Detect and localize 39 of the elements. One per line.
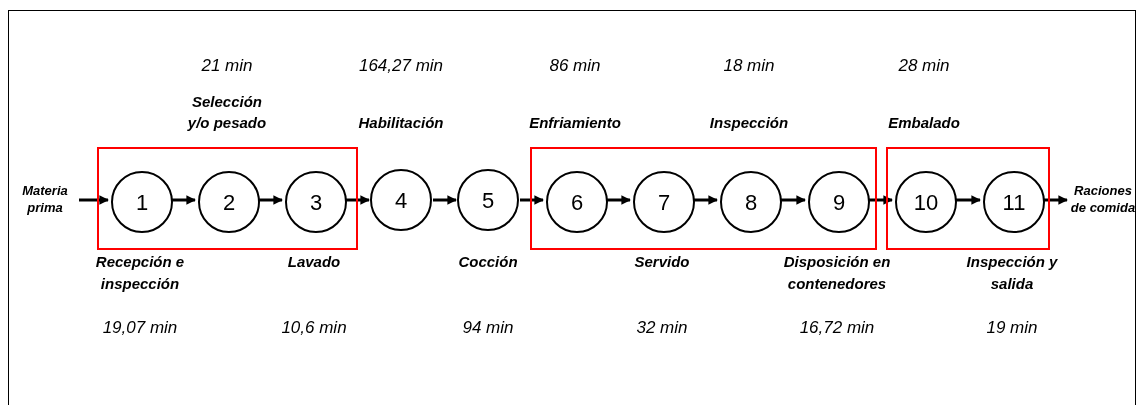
step-duration: 10,6 min (280, 317, 348, 339)
flow-label: Raciones de comida (1068, 170, 1138, 230)
step-duration: 86 min (548, 55, 602, 77)
step-duration: 18 min (722, 55, 776, 77)
step-name: Lavado (286, 252, 342, 272)
step-duration: 19,07 min (101, 317, 179, 339)
step-name: Selección y/o pesado (186, 91, 268, 134)
step-name: Servido (633, 252, 691, 272)
arrow (79, 195, 109, 205)
arrow (1044, 195, 1068, 205)
step-name: Habilitación (357, 113, 445, 134)
step-duration: 16,72 min (798, 317, 876, 339)
arrow (520, 195, 544, 205)
group-frame (530, 147, 877, 250)
step-duration: 94 min (461, 317, 515, 339)
step-duration: 19 min (985, 317, 1039, 339)
step-name: Inspección (708, 113, 790, 134)
group-frame (97, 147, 358, 250)
step-duration: 28 min (897, 55, 951, 77)
step-name: Disposición en contenedores (782, 252, 892, 294)
arrow (433, 195, 457, 205)
arrow (869, 195, 893, 205)
arrow (607, 195, 631, 205)
step-name: Embalado (887, 113, 961, 134)
arrow (259, 195, 283, 205)
step-duration: 21 min (200, 55, 254, 77)
arrow (956, 195, 981, 205)
step-duration: 164,27 min (357, 55, 445, 77)
step-duration: 32 min (635, 317, 689, 339)
arrow (781, 195, 806, 205)
arrow (694, 195, 718, 205)
arrow (172, 195, 196, 205)
step-name: Recepción e inspección (94, 252, 186, 294)
step-name: Inspección y salida (965, 252, 1059, 294)
arrow (346, 195, 370, 205)
step-name: Cocción (457, 252, 519, 272)
group-frame (886, 147, 1050, 250)
step-name: Enfriamiento (528, 113, 622, 134)
flow-label: Materia prima (12, 178, 78, 222)
